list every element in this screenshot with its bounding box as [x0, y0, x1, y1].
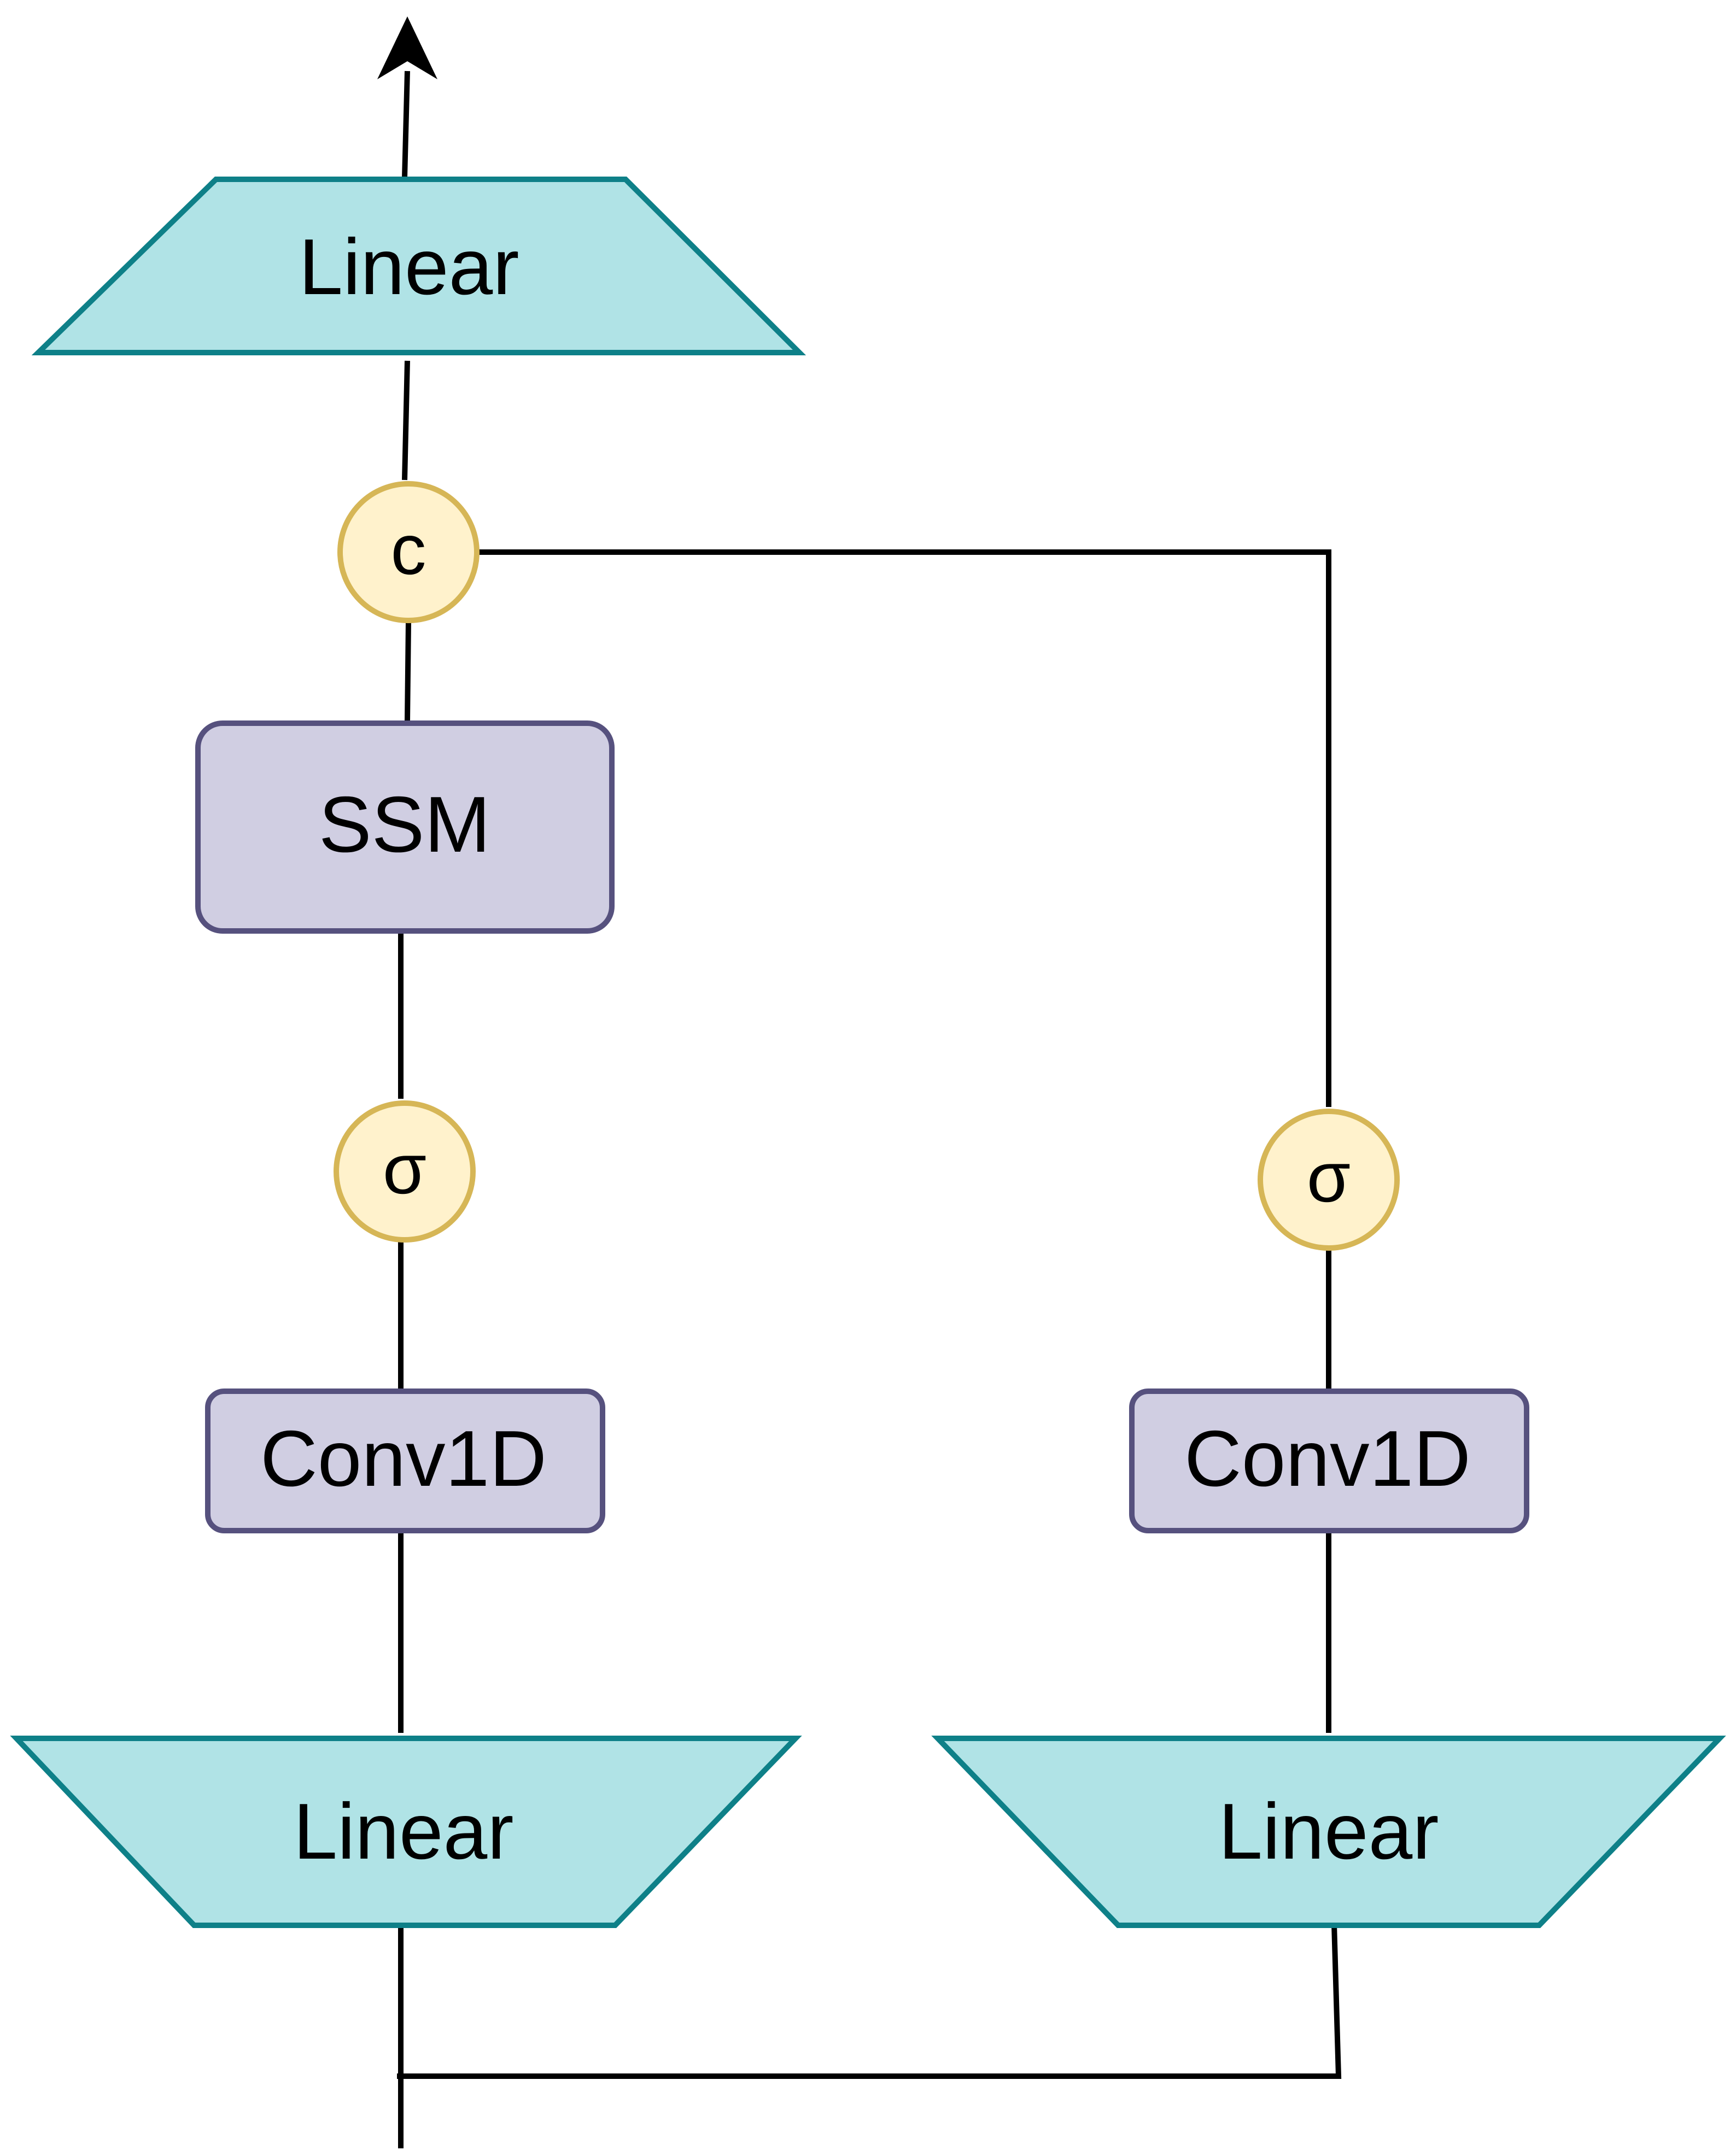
wires	[377, 16, 1342, 2148]
conv-right-label: Conv1D	[1184, 1414, 1471, 1503]
wire-input-bus	[397, 1924, 1342, 2079]
ssm-block: SSM	[195, 720, 615, 934]
linear-in-right-shape	[931, 1736, 1726, 1928]
conv-right-block: Conv1D	[1129, 1388, 1529, 1533]
linear-in-left-label: Linear	[293, 1787, 513, 1876]
conv-left-block: Conv1D	[205, 1388, 605, 1533]
act-right-label: σ	[1307, 1137, 1351, 1217]
linear-in-left-shape	[10, 1736, 802, 1928]
concat-node: c	[337, 481, 480, 623]
linear-in-right-label: Linear	[1218, 1787, 1439, 1876]
output-arrow-icon	[377, 16, 437, 79]
wire-ssm-concat	[405, 622, 411, 721]
conv-left-shape	[205, 1388, 605, 1533]
act-left-label: σ	[383, 1129, 426, 1209]
concat-label: c	[391, 509, 426, 589]
wire-right-act-concat	[478, 549, 1331, 1107]
wire-output	[402, 71, 410, 178]
act-left-node: σ	[334, 1100, 476, 1243]
concat-shape	[337, 481, 480, 623]
linear-out-block: Linear	[31, 177, 806, 355]
linear-in-left-block: Linear	[10, 1736, 802, 1928]
ssm-label: SSM	[319, 780, 490, 869]
act-left-shape	[334, 1100, 476, 1243]
act-right-node: σ	[1258, 1109, 1400, 1251]
conv-right-shape	[1129, 1388, 1529, 1533]
act-right-shape	[1258, 1109, 1400, 1251]
ssm-shape	[195, 720, 615, 934]
conv-left-label: Conv1D	[260, 1414, 547, 1503]
linear-in-right-block: Linear	[931, 1736, 1726, 1928]
linear-out-label: Linear	[299, 222, 519, 311]
wire-concat-linear-out	[402, 360, 410, 481]
linear-out-shape	[31, 177, 806, 355]
